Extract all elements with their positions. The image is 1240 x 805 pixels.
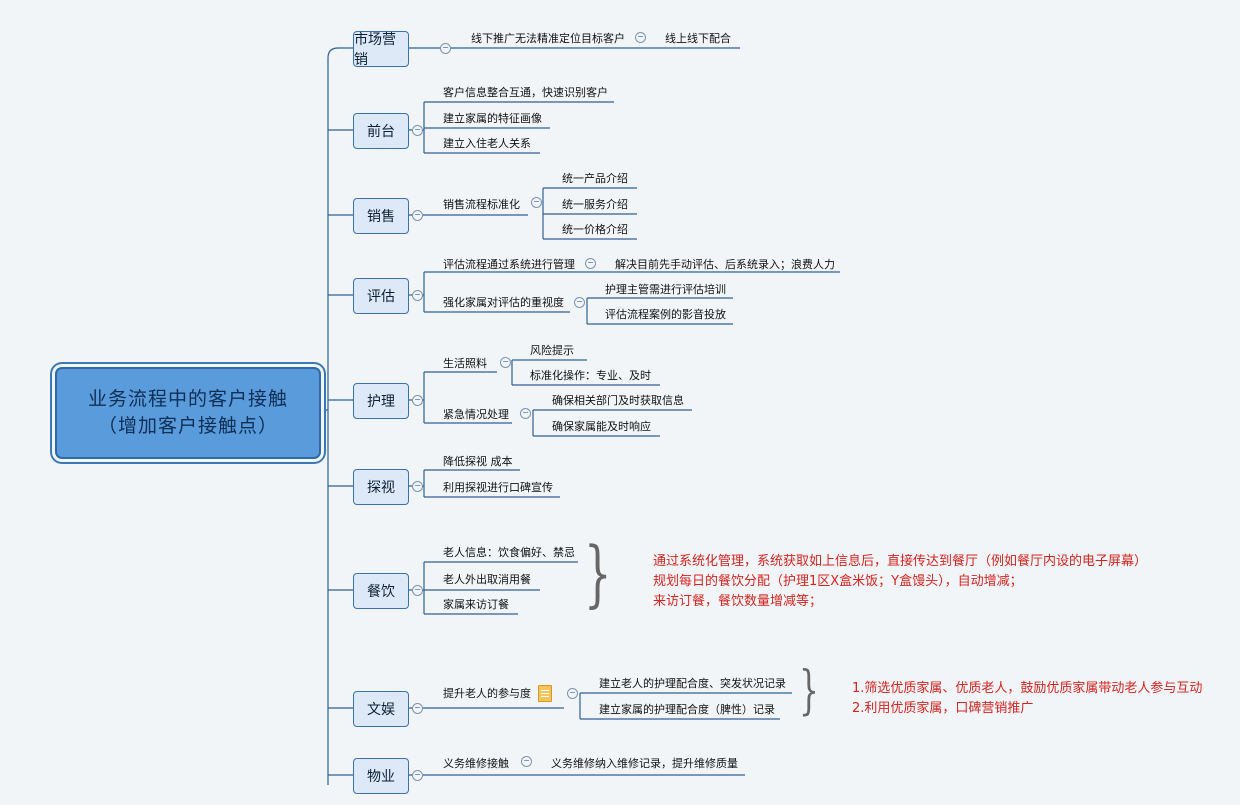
leaf-frontdesk-2[interactable]: 建立家属的特征画像 — [443, 112, 542, 125]
central-topic-title: 业务流程中的客户接触 — [87, 388, 288, 410]
leaf-care-emergency[interactable]: 紧急情况处理 — [443, 408, 509, 421]
leaf-assessment-video[interactable]: 评估流程案例的影音投放 — [605, 308, 726, 321]
leaf-assessment-system[interactable]: 评估流程通过系统进行管理 — [443, 258, 575, 271]
topic-care[interactable]: 护理 — [353, 383, 409, 419]
collapse-toggle-marketing-leaf[interactable]: − — [635, 32, 646, 43]
leaf-dining-family-order[interactable]: 家属来访订餐 — [443, 598, 509, 611]
collapse-toggle-property-repair[interactable]: − — [521, 756, 532, 767]
collapse-toggle-property[interactable]: − — [412, 770, 423, 781]
note-dining-line-2: 规划每日的餐饮分配（护理1区X盒米饭；Y盒馒头），自动增减； — [653, 574, 1023, 589]
note-dining-line-3: 来访订餐，餐饮数量增减等； — [653, 594, 823, 609]
leaf-care-family-response[interactable]: 确保家属能及时响应 — [552, 420, 651, 433]
leaf-dining-preferences[interactable]: 老人信息：饮食偏好、禁忌 — [443, 546, 575, 559]
topic-marketing[interactable]: 市场营销 — [353, 31, 409, 68]
collapse-toggle-visit[interactable]: − — [412, 481, 423, 492]
leaf-care-daily[interactable]: 生活照料 — [443, 357, 487, 370]
leaf-assessment-attention[interactable]: 强化家属对评估的重视度 — [443, 296, 564, 309]
collapse-toggle-care-daily[interactable]: − — [500, 357, 511, 368]
collapse-toggle-assessment-attention[interactable]: − — [574, 297, 585, 308]
leaf-visit-word-of-mouth[interactable]: 利用探视进行口碑宣传 — [443, 481, 553, 494]
leaf-visit-cost[interactable]: 降低探视 成本 — [443, 455, 513, 468]
leaf-care-risk[interactable]: 风险提示 — [530, 344, 574, 357]
leaf-dining-cancel[interactable]: 老人外出取消用餐 — [443, 573, 531, 586]
topic-entertainment[interactable]: 文娱 — [353, 691, 409, 727]
leaf-care-dept-info[interactable]: 确保相关部门及时获取信息 — [552, 394, 684, 407]
topic-dining[interactable]: 餐饮 — [353, 573, 409, 609]
leaf-entertainment-family-record[interactable]: 建立家属的护理配合度（脾性）记录 — [599, 703, 775, 716]
leaf-sales-service[interactable]: 统一服务介绍 — [562, 198, 628, 211]
topic-property[interactable]: 物业 — [353, 758, 409, 794]
document-icon[interactable] — [538, 685, 552, 702]
collapse-toggle-assessment-system[interactable]: − — [585, 258, 596, 269]
central-topic[interactable]: 业务流程中的客户接触 （增加客户接触点） — [55, 367, 321, 459]
leaf-property-repair[interactable]: 义务维修接触 — [443, 757, 509, 770]
leaf-sales-price[interactable]: 统一价格介绍 — [562, 223, 628, 236]
topic-assessment[interactable]: 评估 — [353, 278, 409, 314]
leaf-marketing-omnichannel[interactable]: 线上线下配合 — [665, 32, 731, 45]
leaf-sales-process[interactable]: 销售流程标准化 — [443, 198, 520, 211]
leaf-sales-product[interactable]: 统一产品介绍 — [562, 172, 628, 185]
leaf-assessment-training[interactable]: 护理主管需进行评估培训 — [605, 283, 726, 296]
topic-frontdesk[interactable]: 前台 — [353, 113, 409, 149]
collapse-toggle-entertainment[interactable]: − — [412, 703, 423, 714]
collapse-toggle-care[interactable]: − — [412, 395, 423, 406]
note-dining-line-1: 通过系统化管理，系统获取如上信息后，直接传达到餐厅（例如餐厅内设的电子屏幕） — [653, 554, 1148, 569]
collapse-toggle-assessment[interactable]: − — [412, 290, 423, 301]
leaf-marketing-offline[interactable]: 线下推广无法精准定位目标客户 — [471, 32, 625, 45]
collapse-toggle-care-emergency[interactable]: − — [520, 408, 531, 419]
brace-dining: } — [584, 531, 612, 615]
topic-sales[interactable]: 销售 — [353, 198, 409, 234]
leaf-entertainment-participation[interactable]: 提升老人的参与度 — [443, 687, 531, 700]
collapse-toggle-marketing[interactable]: − — [440, 43, 451, 54]
topic-visit[interactable]: 探视 — [353, 469, 409, 505]
note-entertainment[interactable]: 1.筛选优质家属、优质老人，鼓励优质家属带动老人参与互动 2.利用优质家属，口碑… — [852, 679, 1202, 719]
collapse-toggle-sales[interactable]: − — [412, 210, 423, 221]
collapse-toggle-frontdesk[interactable]: − — [412, 125, 423, 136]
leaf-frontdesk-1[interactable]: 客户信息整合互通，快速识别客户 — [443, 86, 608, 99]
brace-entertainment: } — [799, 661, 819, 721]
note-entertainment-line-2: 2.利用优质家属，口碑营销推广 — [852, 701, 1034, 716]
note-entertainment-line-1: 1.筛选优质家属、优质老人，鼓励优质家属带动老人参与互动 — [852, 681, 1203, 696]
central-topic-subtitle: （增加客户接触点） — [97, 415, 278, 437]
leaf-entertainment-elder-record[interactable]: 建立老人的护理配合度、突发状况记录 — [599, 677, 786, 690]
collapse-toggle-entertainment-participation[interactable]: − — [567, 688, 578, 699]
collapse-toggle-sales-process[interactable]: − — [531, 197, 542, 208]
leaf-property-record[interactable]: 义务维修纳入维修记录，提升维修质量 — [551, 757, 738, 770]
leaf-frontdesk-3[interactable]: 建立入住老人关系 — [443, 137, 531, 150]
leaf-assessment-manual[interactable]: 解决目前先手动评估、后系统录入；浪费人力 — [615, 258, 835, 271]
leaf-care-standard[interactable]: 标准化操作：专业、及时 — [530, 369, 651, 382]
note-dining[interactable]: 通过系统化管理，系统获取如上信息后，直接传达到餐厅（例如餐厅内设的电子屏幕） 规… — [653, 552, 1147, 612]
collapse-toggle-dining[interactable]: − — [412, 585, 423, 596]
